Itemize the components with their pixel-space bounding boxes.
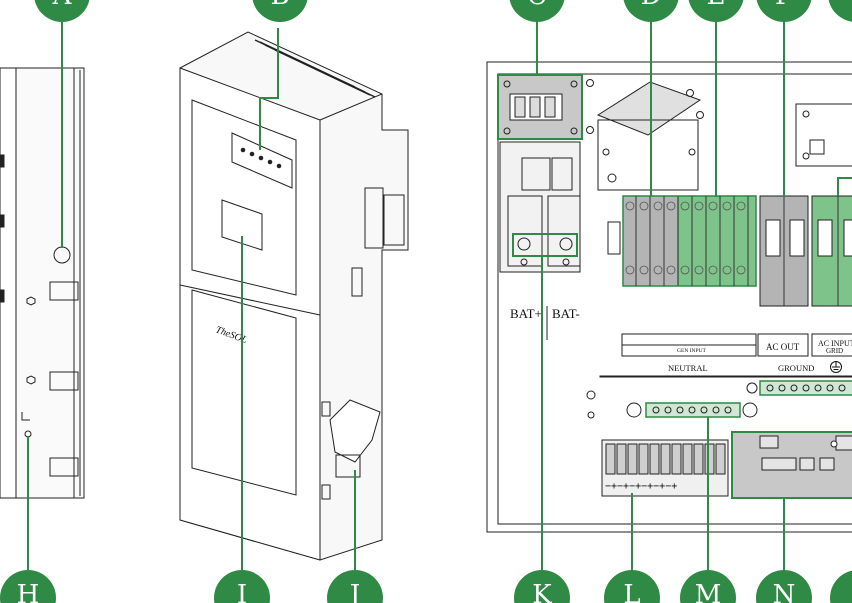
bat-plus-label: BAT+ [510,306,542,321]
ground-label: GROUND [778,363,814,373]
callout-l [604,570,660,603]
led-indicator-panel [231,132,293,189]
ac-out-label: AC OUT [766,342,800,352]
callout-j [327,570,383,603]
callout-l-letter: L [623,580,640,603]
ground-symbol [830,361,842,373]
breaker-row [622,195,852,307]
callout-m [680,570,736,603]
neutral-bar [626,402,758,418]
callout-e-letter: E [707,0,726,11]
control-board [731,431,852,499]
ac-input-label: AC INPUT [818,339,852,348]
battery-fuse-holders [499,141,581,273]
callout-o-partial [830,570,852,603]
gen-input-label: GEN INPUT [677,348,707,354]
grid-label: GRID [826,347,843,355]
lcd-screen [221,199,263,251]
battery-breaker-block [497,74,583,140]
callout-n [756,570,812,603]
callout-m-letter: M [695,580,722,603]
neutral-label: NEUTRAL [668,363,708,373]
control-terminal-block: −+−+−+−+−+−+ [601,439,729,497]
top-bracket [586,79,704,255]
leader-lines [27,20,852,580]
callout-i [214,570,270,603]
callout-c-letter: C [527,0,547,11]
callout-g-partial [828,0,852,22]
vent-slats [254,39,376,98]
svg-text:−+−+−+−+−+−+: −+−+−+−+−+−+ [605,481,677,492]
neutral-bar-area [599,375,852,378]
callout-h-letter: H [17,580,40,603]
callout-n-letter: N [773,580,796,603]
inverter-side-view [0,67,85,499]
disconnect-switch [329,399,381,463]
callout-f-letter: F [775,0,793,11]
inverter-front-view [179,31,409,561]
callout-k [514,570,570,603]
callout-e [688,0,744,22]
callout-b-letter: B [270,0,289,11]
bat-minus-label: BAT- [552,306,580,321]
callout-bubbles-top: A B C D E F [34,0,852,22]
callout-f [756,0,812,22]
callout-b [252,0,308,22]
callout-a-letter: A [52,0,73,11]
callout-j-letter: J [347,580,360,603]
wiring-compartment: −+−+−+−+−+−+ [486,61,852,533]
callout-bubbles-bottom: H I J K L M N [0,570,852,603]
callout-d-letter: D [641,0,662,11]
terminal-label-strip [621,333,852,357]
communication-board [795,103,852,167]
callout-i-letter: I [237,580,247,603]
ground-bar [746,380,852,396]
callout-a [34,0,90,22]
callout-h [0,570,56,603]
callout-c [509,0,565,22]
callout-d [623,0,679,22]
callout-k-letter: K [532,580,552,603]
